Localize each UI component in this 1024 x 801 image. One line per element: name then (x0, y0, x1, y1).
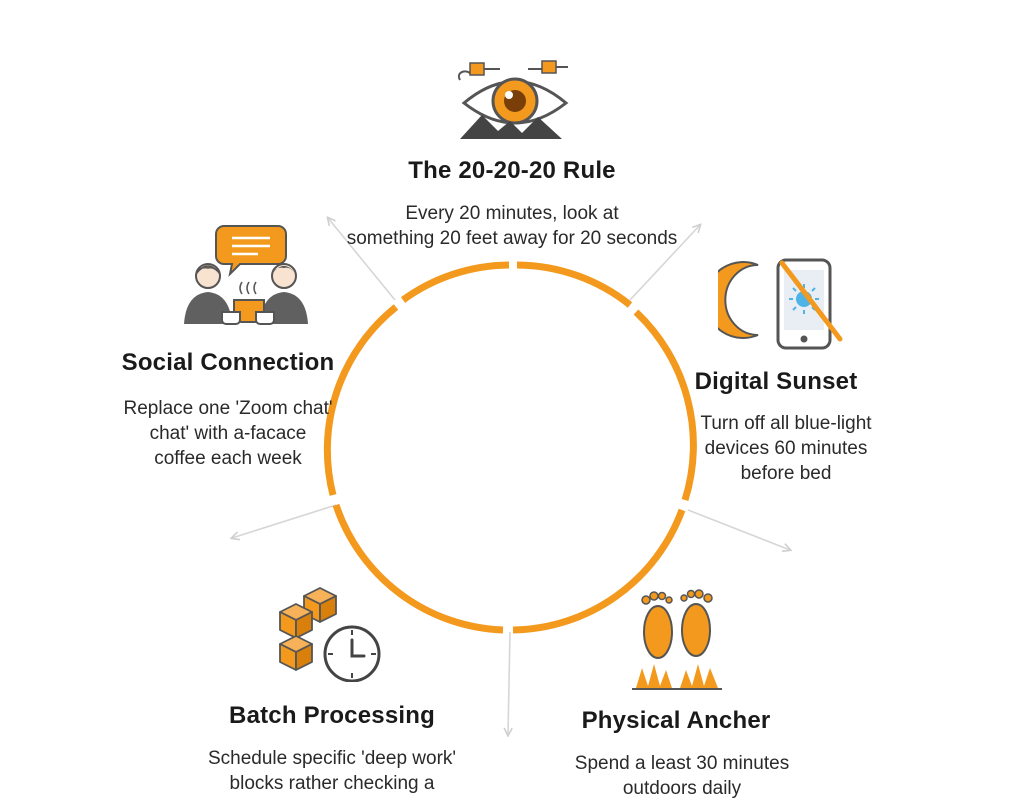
boxes-clock-icon (279, 587, 381, 682)
arrow-bottom (508, 631, 510, 735)
desc-line: something 20 feet away for 20 seconds (346, 228, 678, 249)
node-title-sunset: Digital Sunset (694, 368, 858, 395)
node-title-social: Social Connection (121, 349, 335, 376)
ring-segment (332, 503, 504, 634)
node-desc-rule: Every 20 minutes, look at something 20 f… (312, 201, 712, 251)
ring-segment (516, 261, 633, 308)
node-desc-sunset: Turn off all blue-light devices 60 minut… (676, 411, 896, 486)
desc-line: Turn off all blue-light (700, 413, 872, 434)
ring-segment (400, 261, 510, 303)
moon-phone-icon (718, 258, 843, 350)
desc-line: Replace one 'Zoom chat' (123, 398, 333, 419)
desc-line: Every 20 minutes, look at (405, 203, 619, 224)
ring-segment (512, 508, 686, 634)
arrow-left (232, 504, 337, 538)
arrow-top-right (629, 225, 700, 301)
arrow-right (687, 509, 790, 550)
people-coffee-icon (184, 225, 308, 325)
desc-line: outdoors daily (622, 778, 742, 799)
desc-line: coffee each week (154, 448, 302, 469)
node-desc-batch: Schedule specific 'deep work' blocks rat… (182, 746, 482, 796)
desc-line: Spend a least 30 minutes (574, 753, 790, 774)
desc-line: devices 60 minutes (704, 438, 868, 459)
desc-line: blocks rather checking a (229, 773, 435, 794)
arrow-top-left (328, 218, 396, 301)
desc-line: Schedule specific 'deep work' (207, 748, 457, 769)
desc-line: before bed (740, 463, 832, 484)
desc-line: chat' with a-facace (149, 423, 307, 444)
ring-segment (633, 309, 697, 502)
node-title-batch: Batch Processing (229, 702, 435, 729)
eye-icon (458, 60, 569, 139)
node-desc-anchor: Spend a least 30 minutes outdoors daily (552, 751, 812, 801)
ring-segment (323, 304, 399, 496)
node-title-rule: The 20-20-20 Rule (408, 157, 616, 184)
node-title-anchor: Physical Ancher (581, 707, 771, 734)
footprints-icon (632, 589, 722, 690)
node-desc-social: Replace one 'Zoom chat' chat' with a-fac… (98, 396, 358, 471)
